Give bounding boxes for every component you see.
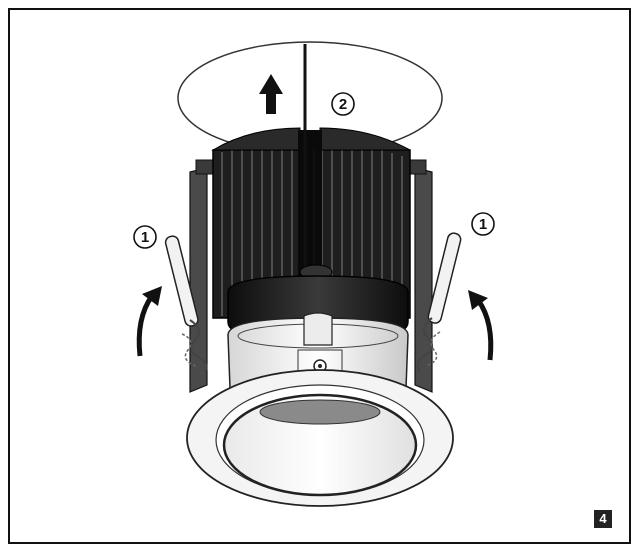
- right-curved-arrow-icon: [475, 298, 494, 361]
- callout-right-latch: 1: [471, 212, 495, 236]
- callout-right-latch-label: 1: [479, 216, 487, 233]
- circled-number-icon: [133, 225, 157, 249]
- right-spring-latch: [416, 232, 462, 373]
- right-curved-arrowhead-icon: [468, 290, 488, 310]
- callout-left-latch-label: 1: [141, 229, 149, 246]
- left-curved-arrowhead-icon: [142, 286, 162, 306]
- trim-ring: [186, 369, 454, 507]
- circled-number-icon: [331, 92, 355, 116]
- step-number-badge: 4: [594, 510, 612, 528]
- up-arrow-icon: [259, 74, 283, 114]
- left-spring-latch: [164, 235, 208, 373]
- diagram-frame: [8, 8, 631, 544]
- left-curved-arrow-icon: [136, 294, 155, 357]
- callout-pull-up: 2: [331, 92, 355, 116]
- callout-pull-up-label: 2: [339, 96, 347, 113]
- heatsink: [211, 127, 411, 319]
- circled-number-icon: [471, 212, 495, 236]
- callout-left-latch: 1: [133, 225, 157, 249]
